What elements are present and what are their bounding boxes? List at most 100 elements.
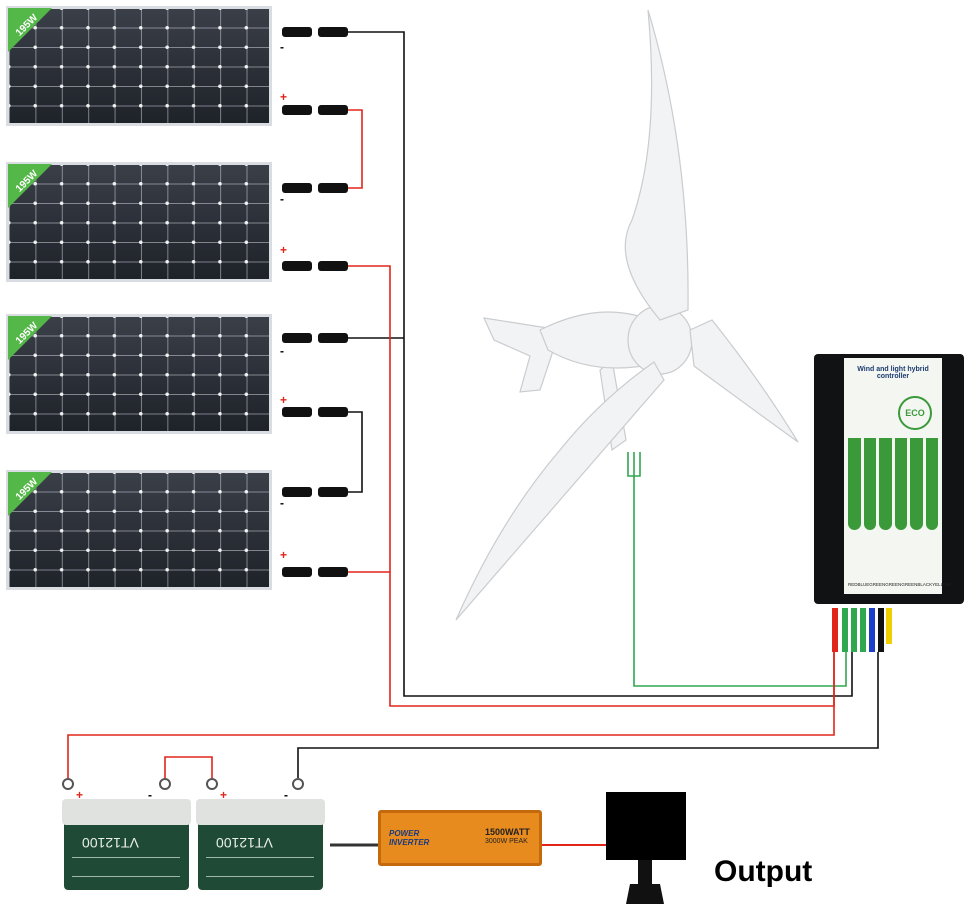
battery-positive-wire <box>67 652 835 778</box>
controller-spec-bars <box>848 438 938 530</box>
turbine-blade-right <box>689 319 799 443</box>
terminal-wire-black <box>878 608 884 652</box>
terminal-label: GREEN <box>885 582 902 587</box>
battery-negative-wire <box>297 652 879 778</box>
negative-wire-main <box>345 31 853 697</box>
terminal-label: YELLOW <box>932 582 951 587</box>
battery-lid <box>196 799 325 825</box>
terminal-label: GREEN <box>901 582 918 587</box>
battery1-neg-symbol: - <box>148 788 152 802</box>
connector <box>318 567 348 577</box>
connector <box>282 183 312 193</box>
hybrid-controller: Wind and light hybrid controller ECO RED… <box>814 354 964 604</box>
connector <box>282 105 312 115</box>
stand-neck <box>638 860 652 884</box>
battery-terminals <box>62 778 304 790</box>
panel2-neg-symbol: - <box>280 192 284 206</box>
terminal-wire-green1 <box>842 608 848 652</box>
solar-panel-3: 195W <box>6 314 272 434</box>
wind-turbine <box>455 9 799 621</box>
turbine-blade-top <box>624 9 689 321</box>
battery1-pos-symbol: + <box>76 788 84 802</box>
terminal-label: BLUE <box>857 582 870 587</box>
battery-fine-print <box>206 857 314 877</box>
inverter-rating-line2: 3000W PEAK <box>485 838 528 845</box>
panel2-pos-symbol: + <box>280 243 288 257</box>
stand-base <box>626 884 664 904</box>
inverter-brand-line1: POWER <box>389 829 420 838</box>
battery2-pos-symbol: + <box>220 788 228 802</box>
turbine-blade-bottom <box>455 361 665 621</box>
connector <box>318 27 348 37</box>
spec-bar <box>879 438 892 530</box>
terminal-wire-green3 <box>860 608 866 652</box>
panel1-neg-symbol: - <box>280 40 284 54</box>
panel4-pos-symbol: + <box>280 548 288 562</box>
terminal-ring <box>292 778 304 790</box>
spec-bar <box>925 438 938 530</box>
terminal-ring <box>62 778 74 790</box>
connector <box>318 487 348 497</box>
eco-logo: ECO <box>898 396 932 430</box>
inverter-brand: POWER INVERTER <box>389 829 429 847</box>
terminal-ring <box>206 778 218 790</box>
controller-title: Wind and light hybrid controller <box>857 366 929 380</box>
panel1-pos-symbol: + <box>280 90 288 104</box>
watt-badge: 195W <box>8 316 52 360</box>
wind-wire <box>633 452 847 687</box>
spec-bar <box>863 438 876 530</box>
solar-panel-4: 195W <box>6 470 272 590</box>
controller-face: Wind and light hybrid controller ECO RED… <box>844 358 951 594</box>
power-inverter: POWER INVERTER 1500WATT 3000W PEAK <box>378 810 542 866</box>
battery-2: VT12100 <box>196 799 325 890</box>
mc4-connectors <box>282 27 348 577</box>
series-link-1 <box>345 109 363 189</box>
spec-bar <box>848 438 861 530</box>
series-link-2 <box>345 411 363 493</box>
terminal-wire-yellow <box>886 608 892 644</box>
terminal-label: BLACK <box>917 582 933 587</box>
terminal-label: RED <box>848 582 858 587</box>
watt-badge: 195W <box>8 164 52 208</box>
terminal-ring <box>159 778 171 790</box>
inverter-rating: 1500WATT 3000W PEAK <box>485 827 530 847</box>
battery-series-link <box>164 756 213 778</box>
terminal-wire-green2 <box>851 608 857 652</box>
solar-panel-1: 195W <box>6 6 272 126</box>
spec-bar <box>910 438 923 530</box>
connector <box>318 183 348 193</box>
battery2-neg-symbol: - <box>284 788 288 802</box>
spec-bar <box>894 438 907 530</box>
panel-cells <box>9 317 269 431</box>
battery-model: VT12100 <box>82 835 139 851</box>
watt-badge: 195W <box>8 8 52 52</box>
connector <box>282 407 312 417</box>
connector <box>282 487 312 497</box>
battery-lid <box>62 799 191 825</box>
terminal-wire-red <box>832 608 838 652</box>
terminal-labels: RED BLUE GREEN GREEN GREEN BLACK YELLOW <box>848 582 951 587</box>
connector <box>318 333 348 343</box>
connector <box>318 407 348 417</box>
inverter-rating-line1: 1500WATT <box>485 827 530 837</box>
output-label: Output <box>714 855 813 888</box>
connector <box>318 261 348 271</box>
output-device-stand <box>626 860 664 904</box>
inverter-brand-line2: INVERTER <box>389 838 430 847</box>
panel-cells <box>9 9 269 123</box>
panel3-pos-symbol: + <box>280 393 288 407</box>
connector <box>282 333 312 343</box>
connector <box>318 105 348 115</box>
battery-1: VT12100 <box>62 799 191 890</box>
panel4-neg-symbol: - <box>280 496 284 510</box>
connector <box>282 261 312 271</box>
output-device <box>606 792 686 860</box>
solar-panel-2: 195W <box>6 162 272 282</box>
panel-cells <box>9 165 269 279</box>
wind-fork <box>627 452 641 477</box>
battery-model: VT12100 <box>216 835 273 851</box>
terminal-wire-blue <box>869 608 875 652</box>
panel3-neg-symbol: - <box>280 344 284 358</box>
terminal-label: GREEN <box>869 582 886 587</box>
